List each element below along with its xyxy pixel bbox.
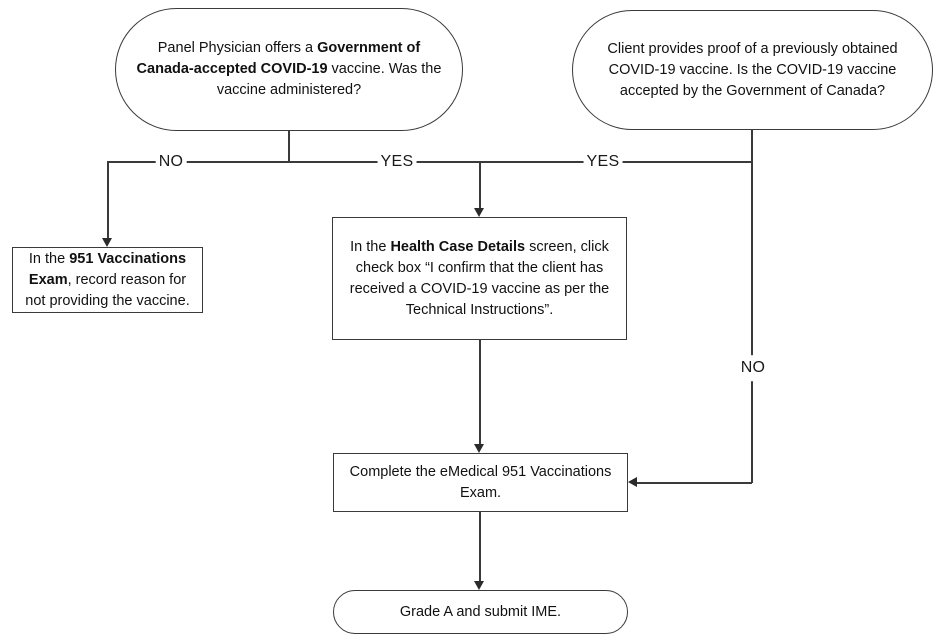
edge-label-offer-no: NO: [155, 153, 187, 171]
connector-main-horizontal: [107, 161, 753, 163]
arrowhead-into-complete-box-right: [628, 477, 637, 487]
connector-offer-stem: [288, 131, 290, 162]
connector-complete-to-grade: [479, 512, 481, 582]
node-health-case-details-checkbox: In the Health Case Details screen, click…: [332, 217, 627, 340]
edge-label-proof-yes: YES: [583, 153, 623, 171]
arrowhead-into-grade-stadium: [474, 581, 484, 590]
connector-yes-to-health: [479, 161, 481, 210]
edge-label-proof-no: NO: [738, 355, 768, 381]
connector-no-to-record: [107, 161, 109, 240]
node-grade-a-submit-ime: Grade A and submit IME.: [333, 590, 628, 634]
connector-no-to-complete: [636, 482, 752, 484]
connector-proof-no-vertical: [751, 130, 753, 483]
connector-health-to-complete: [479, 340, 481, 446]
arrowhead-into-health-box: [474, 208, 484, 217]
edge-label-offer-yes: YES: [377, 153, 417, 171]
arrowhead-into-record-box: [102, 238, 112, 247]
node-client-provides-proof: Client provides proof of a previously ob…: [572, 10, 933, 130]
arrowhead-into-complete-box-top: [474, 444, 484, 453]
